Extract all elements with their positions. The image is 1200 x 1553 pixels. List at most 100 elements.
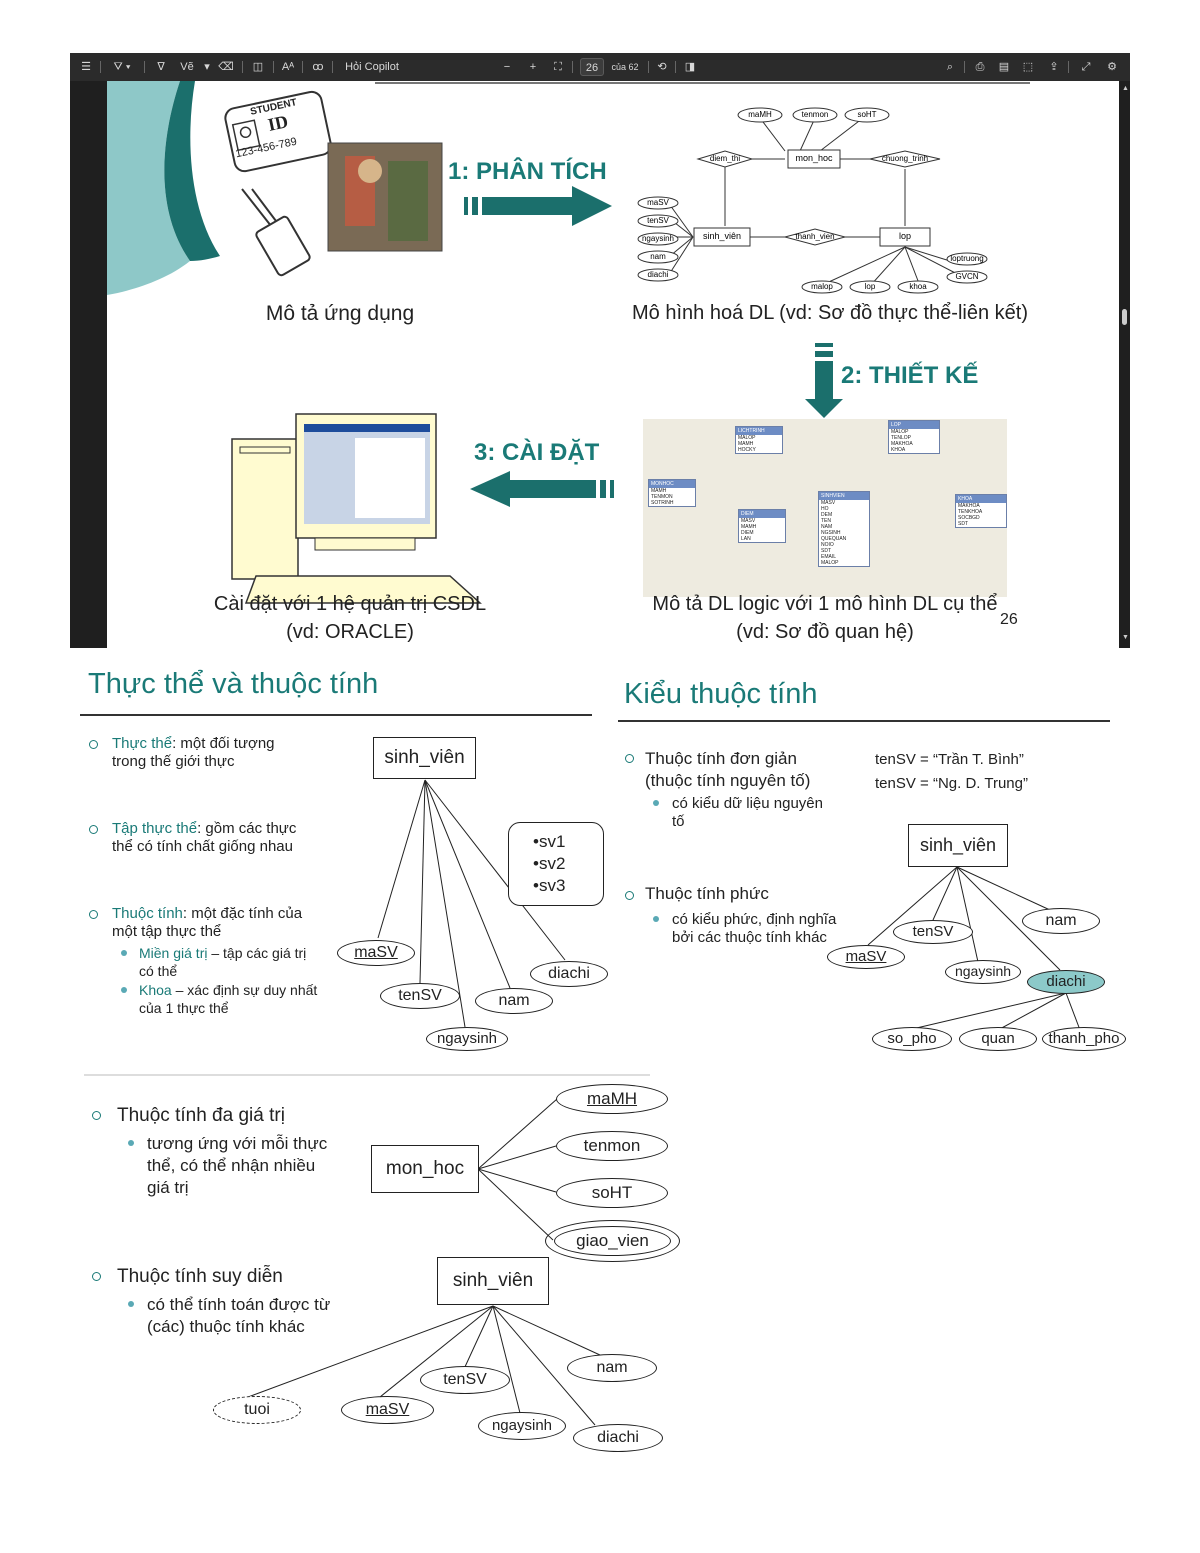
er-khoa: khoa [909, 282, 927, 291]
attr-thanh-pho: thanh_pho [1042, 1027, 1126, 1051]
attr-ngaysinh-3: ngaysinh [478, 1412, 566, 1440]
computer-icon [231, 413, 482, 604]
caption-describe: Mô tả ứng dụng [265, 302, 415, 325]
er-nam: nam [650, 252, 666, 261]
attr-diachi-complex: diachi [1027, 970, 1105, 994]
page-total: của 62 [611, 62, 639, 72]
settings-icon[interactable]: ⚙ [1107, 61, 1117, 73]
er-lop-attr: lop [864, 282, 876, 291]
er-tenmon: tenmon [801, 110, 829, 119]
attr-nam-3: nam [567, 1354, 657, 1382]
zoom-in-button[interactable]: + [529, 61, 537, 73]
attr-maMH: maMH [556, 1084, 668, 1114]
er-GVCN: GVCN [955, 272, 979, 281]
entity-sinh-vien-2: sinh_viên [908, 824, 1008, 867]
er-malop: malop [811, 282, 833, 291]
fullscreen-icon[interactable]: ⤢ [1081, 61, 1091, 73]
er-lop: lop [898, 231, 911, 241]
entity-sinh-vien-3: sinh_viên [437, 1257, 549, 1305]
read-aloud-icon[interactable]: ꝏ [312, 61, 324, 73]
er-thanh-vien: thanh_vien [795, 232, 835, 241]
text-box-icon[interactable]: ◫ [252, 61, 264, 73]
er-chuong-trinh: chuong_trinh [881, 154, 929, 163]
attr-ngaysinh: ngaysinh [426, 1027, 508, 1051]
attr-tuoi-derived: tuoi [213, 1396, 301, 1424]
step-2-label: 2: THIẾT KẾ [841, 362, 979, 389]
chevron-down-icon[interactable]: ▾ [204, 61, 210, 73]
er-ngaysinh: ngaysinh [641, 234, 675, 243]
attr-tenSV: tenSV [380, 983, 460, 1009]
attr-quan: quan [959, 1027, 1037, 1051]
save-icon[interactable]: ▤ [998, 61, 1010, 73]
caption-install-2: (vd: ORACLE) [286, 621, 414, 643]
attr-diachi: diachi [530, 961, 608, 987]
draw-label[interactable]: Vẽ [180, 61, 194, 73]
pdf-toolbar: ☰ ⛛ ▾ ∇ Vẽ ▾ ⌫ ◫ Aᴬ ꝏ Hỏi Copilot − + ⛶ … [70, 53, 1130, 81]
caption-model: Mô hình hoá DL (vd: Sơ đồ thực thể-liên … [632, 302, 1028, 324]
zoom-out-button[interactable]: − [503, 61, 511, 73]
step-3-label: 3: CÀI ĐẶT [474, 439, 600, 466]
entity-instances: •sv1•sv2•sv3 [508, 822, 604, 906]
attr-so-pho: so_pho [872, 1027, 952, 1051]
attr-diachi-3: diachi [573, 1424, 663, 1452]
er-sinh-vien: sinh_viên [702, 231, 742, 241]
entity-section-heading: Thực thể và thuộc tính [88, 668, 379, 700]
attr-maSV: maSV [337, 940, 415, 966]
attr-tenSV-3: tenSV [420, 1366, 510, 1394]
list-icon[interactable]: ☰ [81, 61, 91, 73]
two-page-icon[interactable]: ◨ [684, 61, 696, 73]
eraser-icon[interactable]: ⌫ [218, 61, 234, 73]
fit-page-icon[interactable]: ⛶ [554, 61, 562, 73]
student-id-card [224, 90, 332, 173]
scrollbar-thumb[interactable] [1122, 309, 1127, 325]
rotate-icon[interactable]: ⟲ [657, 61, 667, 73]
page-number-input[interactable]: 26 [580, 58, 604, 76]
badge-icon [241, 188, 311, 277]
scrollbar[interactable]: ▲ ▼ [1119, 81, 1130, 648]
highlight-icon[interactable]: ⛛ ▾ [113, 61, 131, 73]
sub-bullet-derived: có thể tính toán được từ(các) thuộc tính… [147, 1295, 331, 1336]
search-icon[interactable]: ⌕ [946, 61, 954, 73]
attr-nam: nam [475, 988, 553, 1014]
type-section-heading: Kiểu thuộc tính [624, 678, 818, 710]
er-maSV: maSV [647, 198, 669, 207]
attr-tenSV-2: tenSV [893, 920, 973, 944]
caption-install-1: Cài đặt với 1 hệ quản trị CSDL [213, 593, 487, 615]
er-maMH: maMH [748, 110, 772, 119]
attr-nam-2: nam [1022, 908, 1100, 934]
attr-maSV-2: maSV [827, 945, 905, 969]
attr-giao-vien: giao_vien [554, 1226, 671, 1256]
print-icon[interactable]: ⎙ [975, 61, 985, 73]
draw-icon[interactable]: ∇ [157, 61, 165, 73]
slide-graphics [107, 81, 1030, 604]
attr-giao-vien-outer [545, 1220, 680, 1262]
font-size-icon[interactable]: Aᴬ [281, 61, 295, 73]
entity-mon-hoc: mon_hoc [371, 1145, 479, 1193]
caption-logic-2: (vd: Sơ đồ quan hệ) [736, 621, 914, 643]
attr-tenmon: tenmon [556, 1131, 668, 1161]
share-icon[interactable]: ⇪ [1049, 61, 1059, 73]
save-as-icon[interactable]: ⬚ [1022, 61, 1034, 73]
bullet-complex-attr: Thuộc tính phức [645, 884, 769, 903]
ask-copilot-button[interactable]: Hỏi Copilot [345, 61, 399, 73]
er-diem-thi: diem_thi [709, 154, 741, 163]
er-mon-hoc: mon_hoc [795, 153, 833, 163]
attr-soHT: soHT [556, 1178, 668, 1208]
slide-26: STUDENT ID 123-456-789 1: PHÂN TÍCH 2: T… [70, 81, 1130, 648]
attr-ngaysinh-2: ngaysinh [945, 960, 1021, 984]
example-values: tenSV = “Trần T. Bình”tenSV = “Ng. D. Tr… [875, 751, 1028, 792]
bullet-simple-attr: Thuộc tính đơn giản(thuộc tính nguyên tố… [645, 749, 811, 790]
